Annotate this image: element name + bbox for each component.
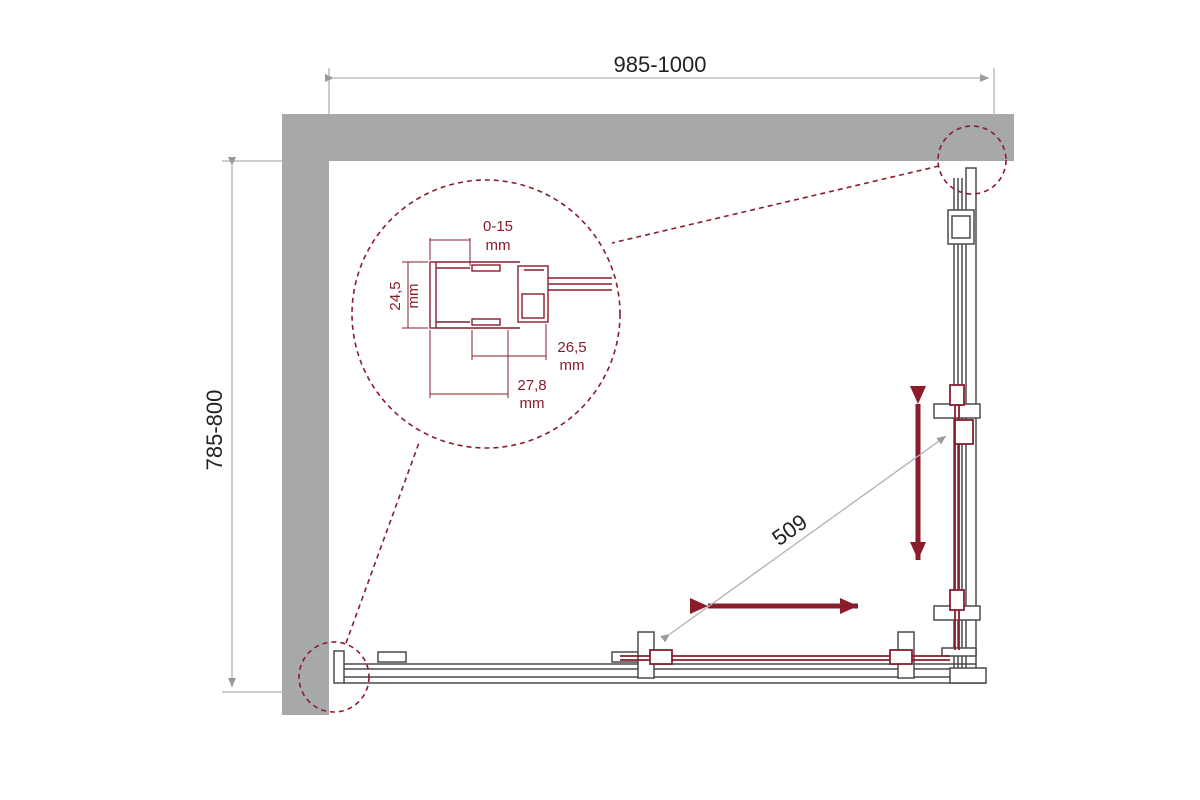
- depth-label: 785-800: [202, 390, 227, 471]
- slide-arrows: [690, 386, 926, 614]
- width-label: 985-1000: [614, 52, 707, 77]
- diagonal-dimension-line: [660, 435, 947, 643]
- profile-width-value: 26,5: [557, 339, 586, 356]
- profile-detail: 0-15 mm 24,5 mm 26,5 mm 27,8 mm: [387, 218, 612, 412]
- sliding-doors: [620, 384, 974, 665]
- callout-bottom-left: [298, 641, 370, 713]
- walls: [282, 114, 1014, 715]
- back-wall: [282, 114, 1014, 161]
- overall-width-value: 27,8: [517, 377, 546, 394]
- callouts: [298, 125, 1007, 713]
- adjust-unit: mm: [486, 237, 511, 254]
- adjust-value: 0-15: [483, 218, 513, 235]
- callout-top-right: [937, 125, 1007, 195]
- height-unit: mm: [405, 284, 422, 309]
- height-value: 24,5: [387, 281, 404, 310]
- overall-width-unit: mm: [520, 395, 545, 412]
- overall-dimensions: [222, 68, 995, 693]
- profile-width-unit: mm: [560, 357, 585, 374]
- wall-profile-left: [333, 650, 345, 684]
- detail-circle: [351, 179, 621, 449]
- side-wall: [282, 114, 329, 715]
- diagonal-label: 509: [767, 509, 811, 551]
